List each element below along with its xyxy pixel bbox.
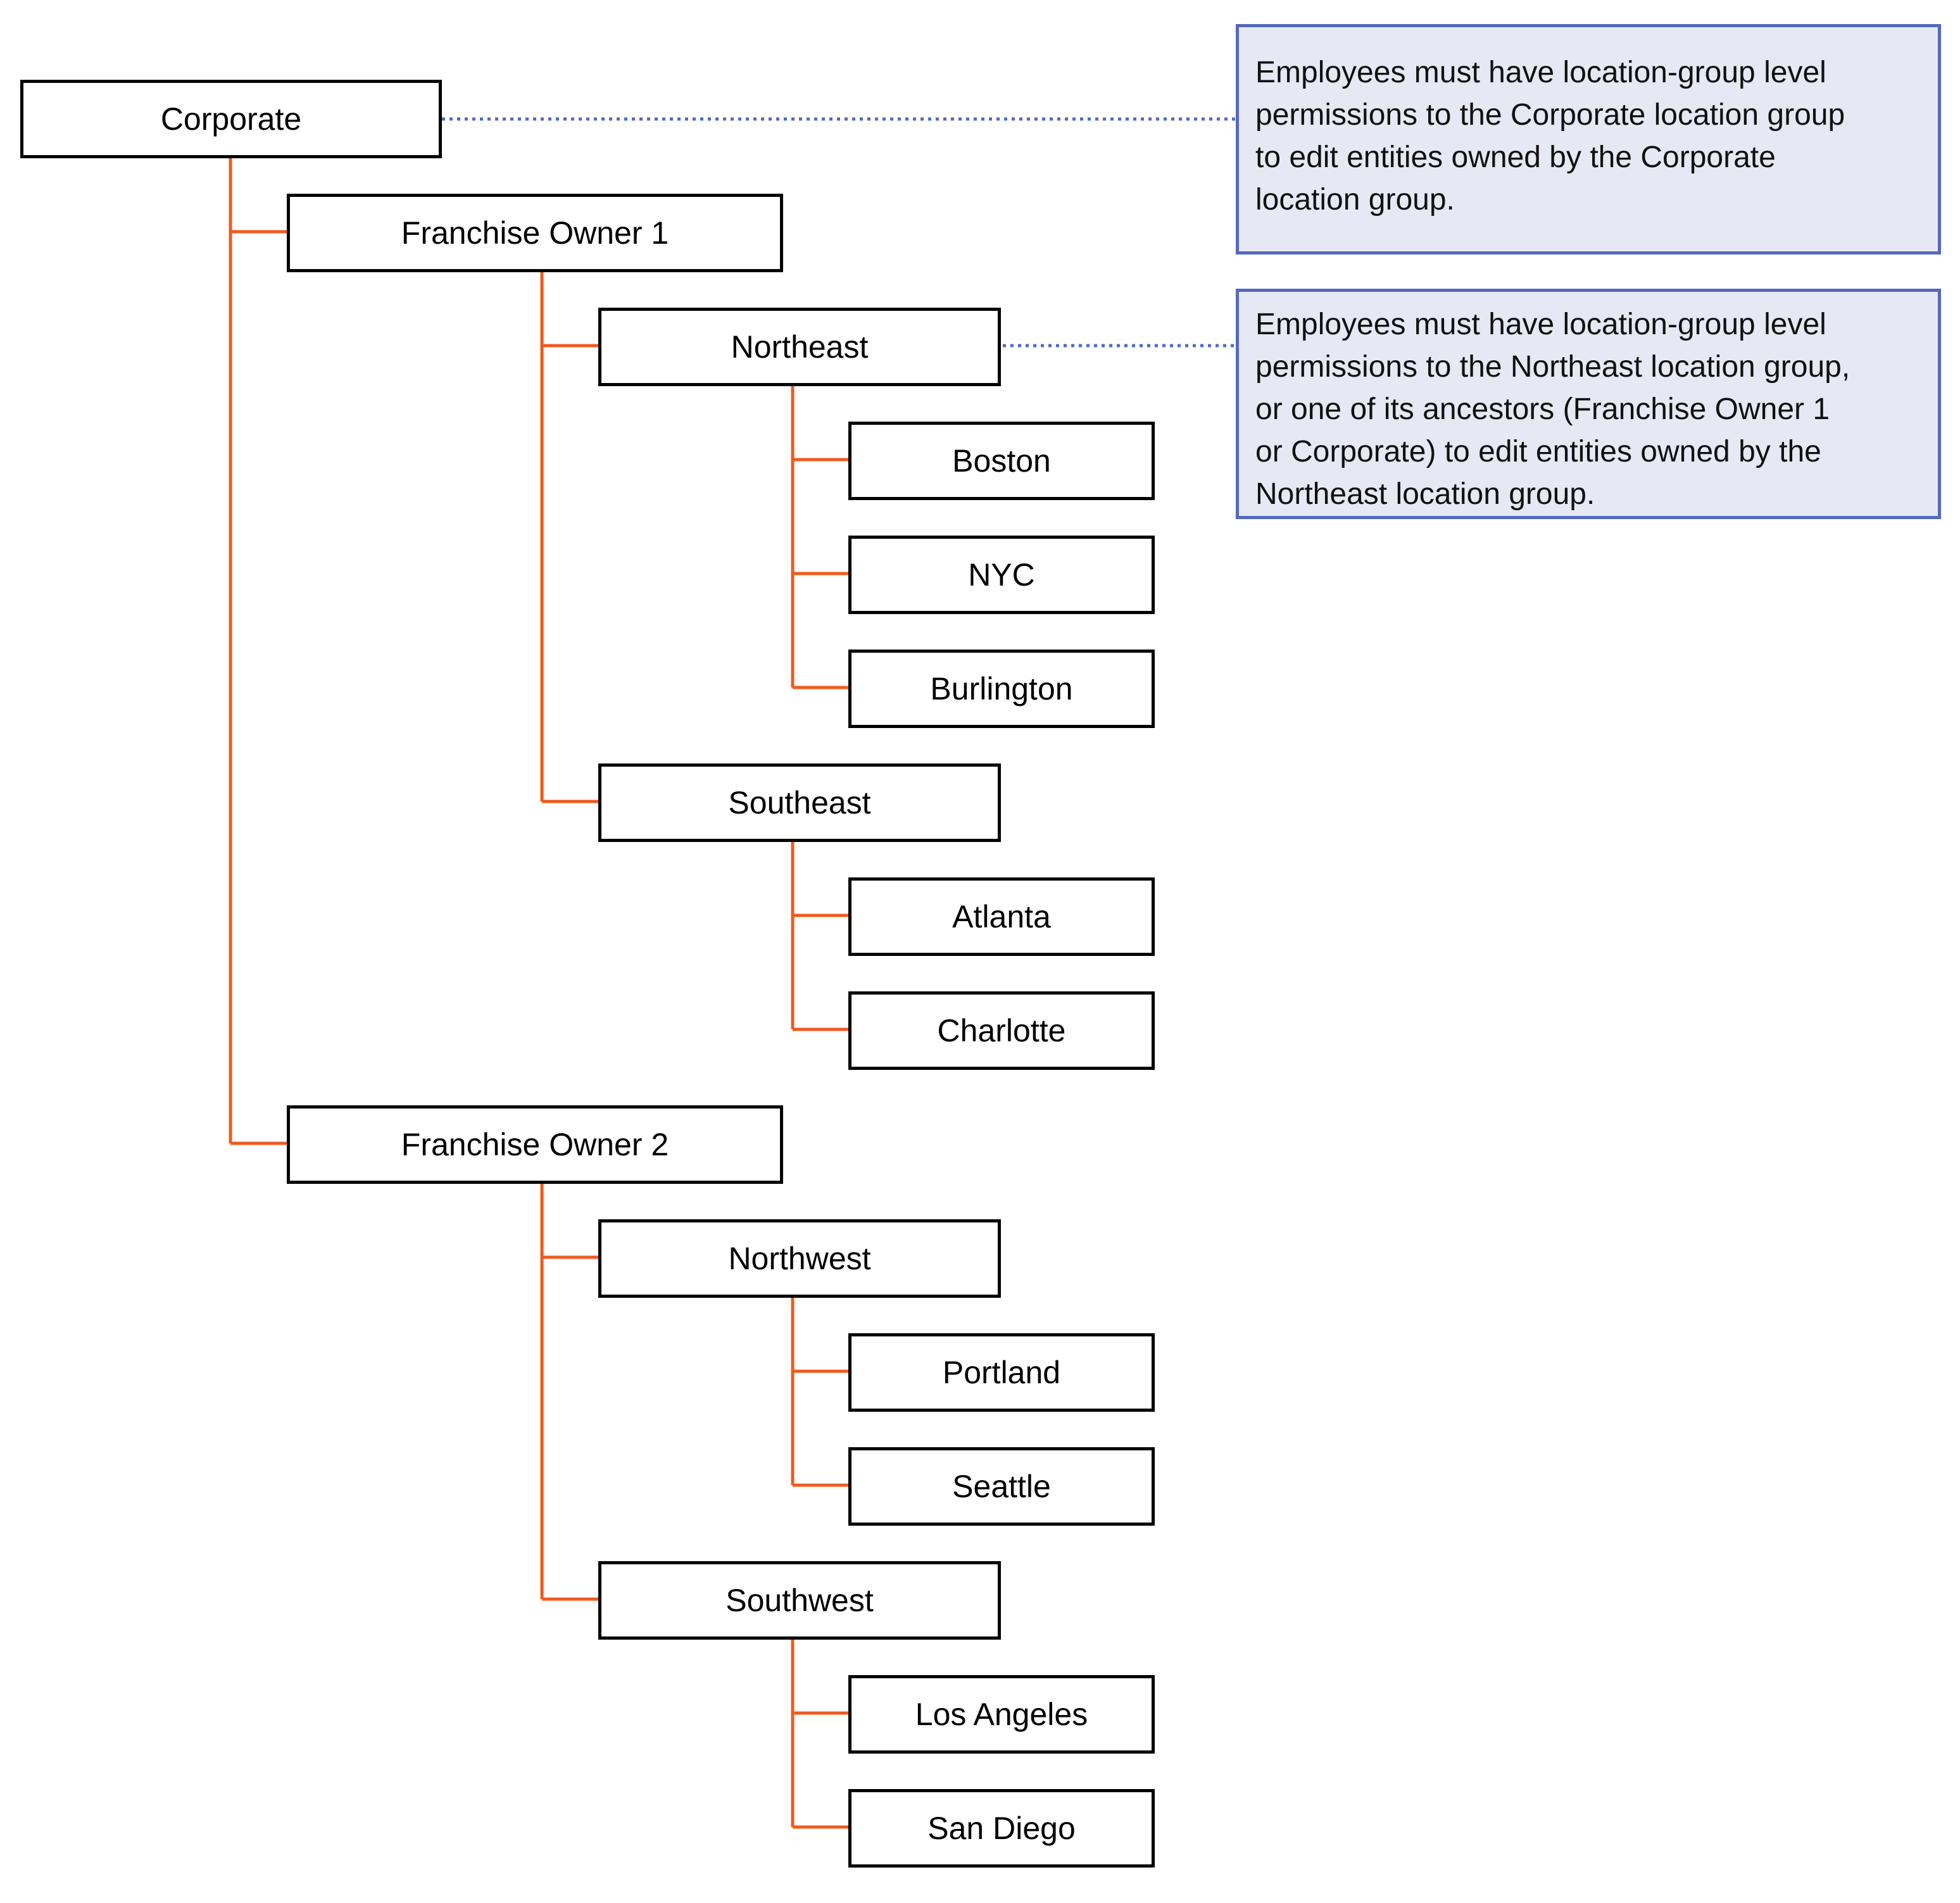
node-northwest: Northwest bbox=[598, 1219, 1001, 1298]
callout-line: Northeast location group. bbox=[1255, 477, 1595, 511]
node-southwest: Southwest bbox=[598, 1561, 1001, 1640]
node-label: Atlanta bbox=[952, 899, 1051, 934]
node-label: Northeast bbox=[731, 329, 869, 365]
node-nyc: NYC bbox=[848, 536, 1155, 614]
node-label: Southeast bbox=[728, 785, 871, 820]
callout-line: Employees must have location-group level bbox=[1255, 56, 1826, 89]
node-corporate: Corporate bbox=[20, 80, 442, 158]
node-label: Franchise Owner 1 bbox=[401, 215, 669, 251]
node-northeast: Northeast bbox=[598, 308, 1001, 386]
node-label: Corporate bbox=[160, 101, 302, 137]
node-label: Seattle bbox=[952, 1469, 1051, 1504]
callout-line: permissions to the Corporate location gr… bbox=[1255, 98, 1845, 132]
node-franchise-owner-2: Franchise Owner 2 bbox=[287, 1105, 783, 1184]
hierarchy-connectors bbox=[229, 157, 850, 1829]
node-label: Burlington bbox=[930, 671, 1073, 707]
callout-links bbox=[442, 117, 1237, 348]
node-label: Franchise Owner 2 bbox=[401, 1127, 669, 1162]
node-boston: Boston bbox=[848, 422, 1155, 500]
node-los-angeles: Los Angeles bbox=[848, 1675, 1155, 1754]
callout-line: or one of its ancestors (Franchise Owner… bbox=[1255, 393, 1830, 426]
node-burlington: Burlington bbox=[848, 650, 1155, 728]
node-label: NYC bbox=[968, 557, 1035, 593]
node-label: Portland bbox=[942, 1355, 1061, 1390]
node-seattle: Seattle bbox=[848, 1447, 1155, 1526]
node-portland: Portland bbox=[848, 1333, 1155, 1412]
node-label: Northwest bbox=[728, 1241, 871, 1276]
node-label: Los Angeles bbox=[915, 1697, 1088, 1732]
callout-line: or Corporate) to edit entities owned by … bbox=[1255, 435, 1821, 468]
node-southeast: Southeast bbox=[598, 763, 1001, 842]
callout-northeast-permissions: Employees must have location-group level… bbox=[1236, 289, 1941, 519]
callout-corporate-permissions: Employees must have location-group level… bbox=[1236, 24, 1941, 254]
callout-line: permissions to the Northeast location gr… bbox=[1255, 350, 1850, 384]
node-franchise-owner-1: Franchise Owner 1 bbox=[287, 194, 783, 272]
callout-line: Employees must have location-group level bbox=[1255, 308, 1826, 341]
node-label: Southwest bbox=[726, 1583, 874, 1618]
callout-line: to edit entities owned by the Corporate bbox=[1255, 141, 1776, 174]
node-charlotte: Charlotte bbox=[848, 991, 1155, 1070]
node-atlanta: Atlanta bbox=[848, 877, 1155, 956]
callout-line: location group. bbox=[1255, 183, 1455, 217]
node-san-diego: San Diego bbox=[848, 1789, 1155, 1868]
node-label: Charlotte bbox=[937, 1013, 1066, 1048]
node-label: Boston bbox=[952, 443, 1051, 479]
node-label: San Diego bbox=[927, 1811, 1076, 1846]
